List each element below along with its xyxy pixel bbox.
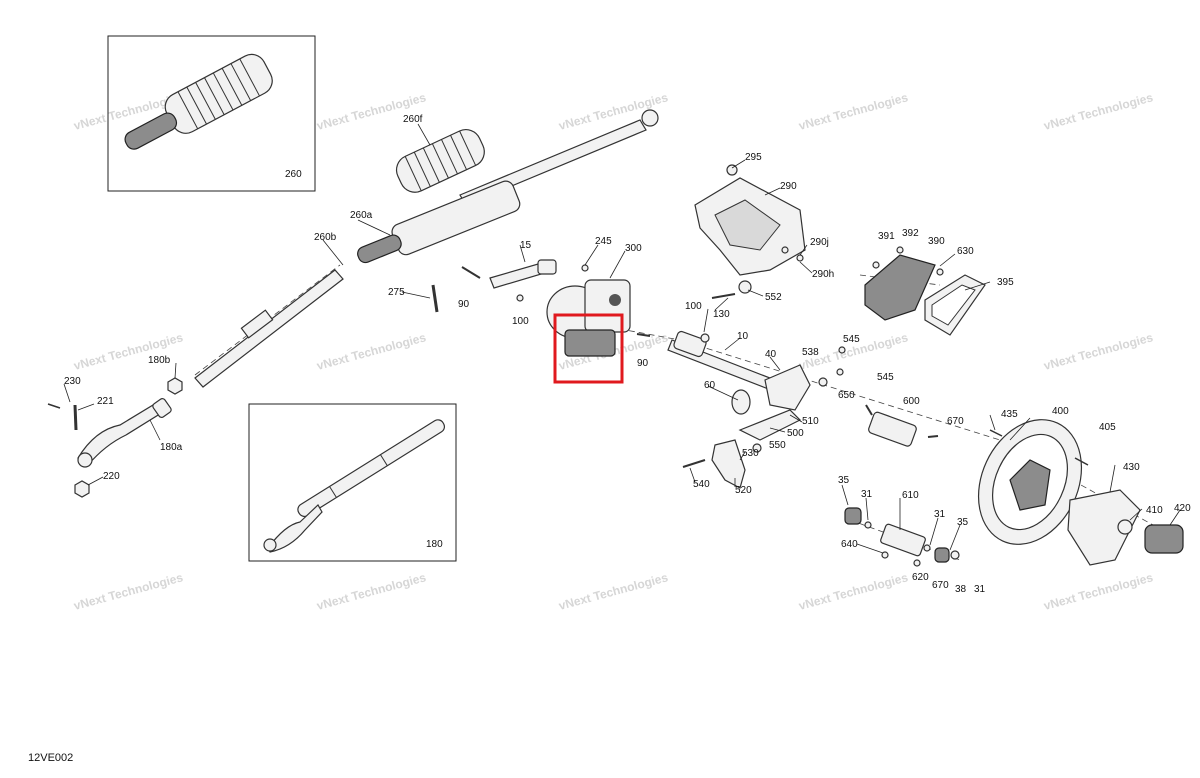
callout-130: 130	[713, 309, 730, 320]
watermark-text: vNext Technologies	[315, 90, 428, 133]
watermark-text: vNext Technologies	[1042, 330, 1155, 373]
callout-220: 220	[103, 471, 120, 482]
callout-391: 391	[878, 231, 895, 242]
callout-435: 435	[1001, 409, 1018, 420]
callout-290j: 290j	[810, 237, 829, 248]
callout-31: 31	[861, 489, 873, 500]
watermark-text: vNext Technologies	[1042, 570, 1155, 613]
callout-221: 221	[97, 396, 114, 407]
callout-390: 390	[928, 236, 945, 247]
callout-230: 230	[64, 376, 81, 387]
callout-40: 40	[765, 349, 777, 360]
dps-motor-300	[546, 279, 651, 357]
callout-600: 600	[903, 396, 920, 407]
tilt-lever-500	[682, 409, 802, 489]
tie-rod-end-left	[47, 377, 183, 498]
display-bezel-390	[864, 246, 986, 336]
callout-400: 400	[1052, 406, 1069, 417]
watermark-text: vNext Technologies	[557, 570, 670, 613]
steering-column-10	[667, 330, 776, 391]
column-lock-600	[865, 404, 939, 447]
callout-545: 545	[877, 372, 894, 383]
callout-100: 100	[512, 316, 529, 327]
callout-410: 410	[1146, 505, 1163, 516]
callout-405: 405	[1099, 422, 1116, 433]
callout-640: 640	[841, 539, 858, 550]
callout-35: 35	[838, 475, 850, 486]
callout-670: 670	[947, 416, 964, 427]
callout-650: 650	[838, 390, 855, 401]
callout-260a: 260a	[350, 210, 373, 221]
drawing-code: 12VE002	[28, 752, 74, 764]
callout-500: 500	[787, 428, 804, 439]
callout-15: 15	[520, 240, 532, 251]
inset-steering-rack-boot: 260	[107, 35, 316, 192]
steering-wheel-400	[977, 419, 1184, 566]
watermark-text: vNext Technologies	[72, 330, 185, 373]
callout-610: 610	[902, 490, 919, 501]
callout-260b: 260b	[314, 232, 337, 243]
watermark-text: vNext Technologies	[315, 330, 428, 373]
inset-tie-rod: 180	[248, 403, 457, 562]
callout-295: 295	[745, 152, 762, 163]
watermark-text: vNext Technologies	[72, 570, 185, 613]
callout-392: 392	[902, 228, 919, 239]
callout-552: 552	[765, 292, 782, 303]
callout-510: 510	[802, 416, 819, 427]
callout-90: 90	[458, 299, 470, 310]
callout-180a: 180a	[160, 442, 183, 453]
callout-530: 530	[742, 448, 759, 459]
callout-670: 670	[932, 580, 949, 591]
callout-290h: 290h	[812, 269, 834, 280]
callout-540: 540	[693, 479, 710, 490]
intermediate-shaft-15	[489, 259, 589, 302]
tilt-bracket-40	[731, 346, 846, 415]
callout-31: 31	[974, 584, 986, 595]
callout-430: 430	[1123, 462, 1140, 473]
callout-630: 630	[957, 246, 974, 257]
highlighted-part-box[interactable]	[553, 313, 624, 384]
callout-180b: 180b	[148, 355, 171, 366]
inset-label-180: 180	[426, 539, 443, 550]
callout-550: 550	[769, 440, 786, 451]
watermark-text: vNext Technologies	[797, 90, 910, 133]
callout-60: 60	[704, 380, 716, 391]
inset-label-260: 260	[285, 169, 302, 180]
callout-395: 395	[997, 277, 1014, 288]
callout-35: 35	[957, 517, 969, 528]
watermark-text: vNext Technologies	[1042, 90, 1155, 133]
callout-420: 420	[1174, 503, 1191, 514]
callout-620: 620	[912, 572, 929, 583]
callout-245: 245	[595, 236, 612, 247]
callout-290: 290	[780, 181, 797, 192]
callout-275: 275	[388, 287, 405, 298]
callout-300: 300	[625, 243, 642, 254]
callout-100: 100	[685, 301, 702, 312]
callout-10: 10	[737, 331, 749, 342]
callout-260f: 260f	[403, 114, 423, 125]
switch-housing-610	[844, 507, 960, 567]
callout-545: 545	[843, 334, 860, 345]
callout-31: 31	[934, 509, 946, 520]
callout-538: 538	[802, 347, 819, 358]
leader-lines	[63, 123, 1181, 554]
watermark-text: vNext Technologies	[797, 570, 910, 613]
steering-rack-assembly	[194, 109, 659, 388]
watermark-text: vNext Technologies	[315, 570, 428, 613]
callout-520: 520	[735, 485, 752, 496]
callout-38: 38	[955, 584, 967, 595]
callout-90: 90	[637, 358, 649, 369]
callout-labels: 260f 260a 260b 275 90 15 245 300 100 290 295 290j 29…	[64, 114, 1191, 595]
